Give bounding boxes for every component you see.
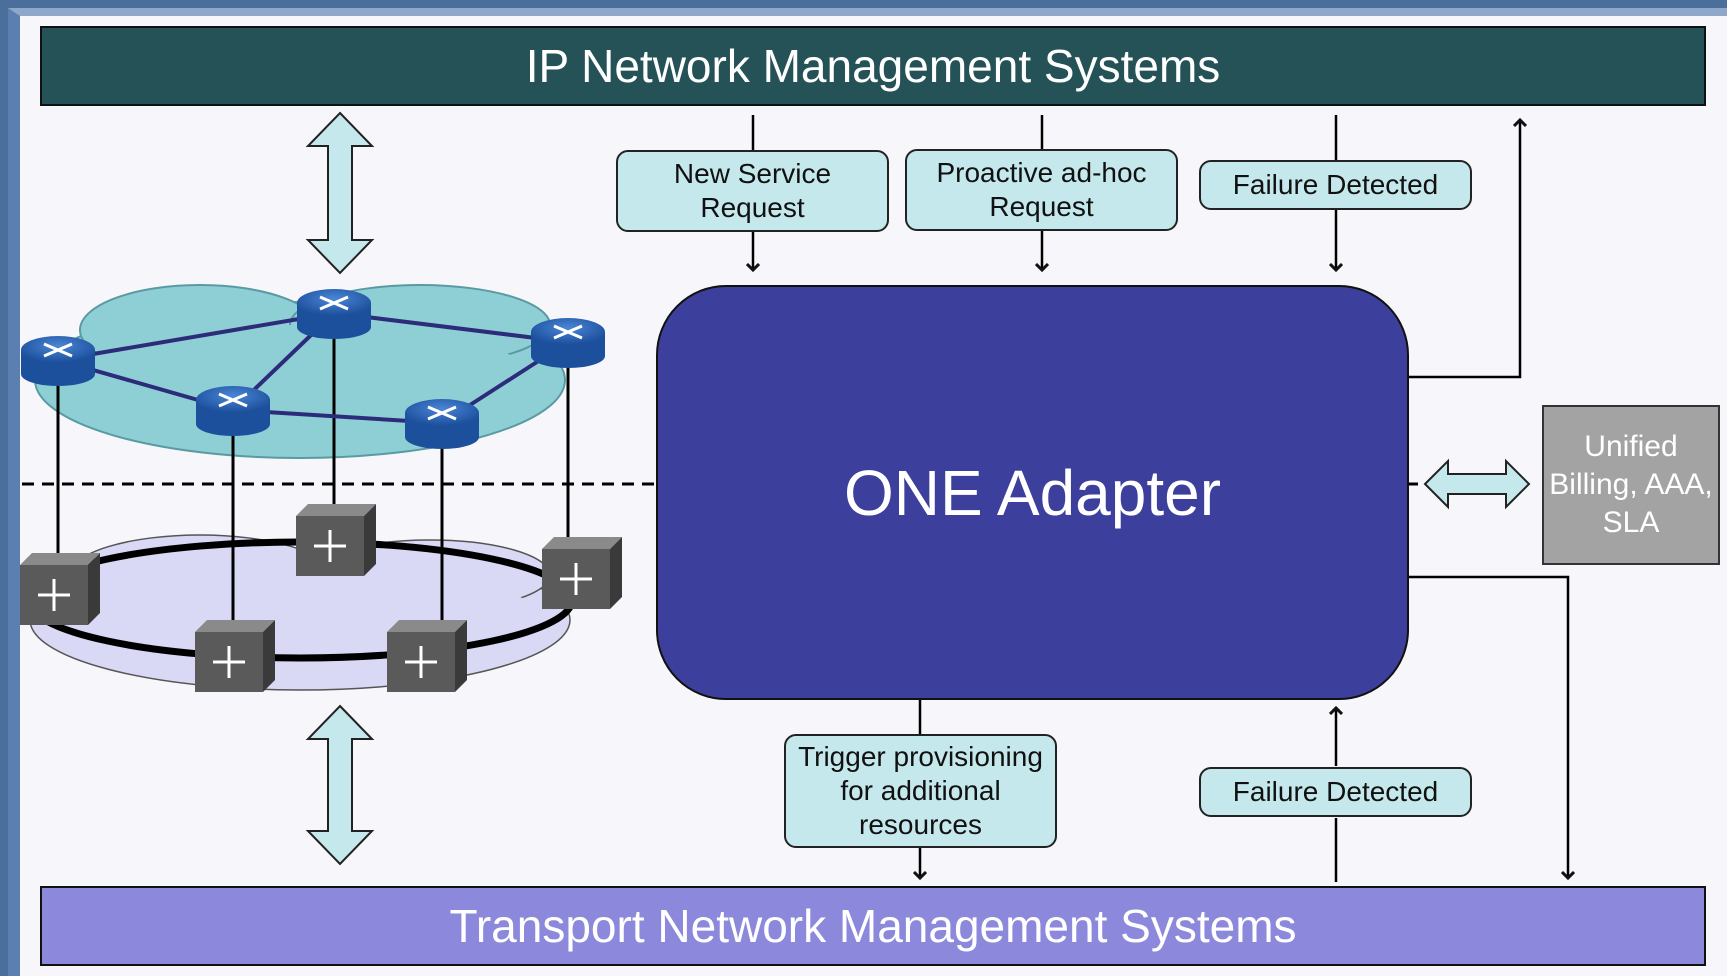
router-icon: [405, 399, 479, 449]
router-icon: [196, 386, 270, 436]
ip-nms-title: IP Network Management Systems: [525, 40, 1221, 92]
failure-detected-top-text: Failure Detected: [1232, 169, 1439, 200]
optical-switch-icon: [387, 620, 467, 692]
optical-switch-icon: [20, 553, 100, 625]
new-service-request-label: New Service Request: [616, 150, 889, 232]
proactive-request-label: Proactive ad-hoc Request: [905, 149, 1178, 231]
failure-detected-bottom-label: Failure Detected: [1199, 767, 1472, 817]
optical-switch-icon: [542, 537, 622, 609]
trigger-provisioning-text: Trigger provisioning for additional reso…: [798, 741, 1043, 840]
ip-nms-bar: IP Network Management Systems: [40, 26, 1706, 106]
bottom-flow-arrows: [920, 575, 1568, 882]
trigger-provisioning-label: Trigger provisioning for additional reso…: [784, 734, 1057, 848]
double-arrow-icon: [1423, 458, 1531, 510]
transport-nms-title: Transport Network Management Systems: [449, 900, 1297, 952]
transport-nms-bar: Transport Network Management Systems: [40, 886, 1706, 966]
one-adapter-box: ONE Adapter: [656, 285, 1409, 700]
proactive-request-text: Proactive ad-hoc Request: [936, 157, 1147, 222]
optical-switch-icon: [296, 504, 376, 576]
layer-links: [56, 335, 570, 655]
double-arrow-icon: [305, 704, 375, 866]
billing-label: Unified Billing, AAA, SLA: [1549, 430, 1713, 539]
one-adapter-title: ONE Adapter: [843, 456, 1222, 529]
failure-detected-top-label: Failure Detected: [1199, 160, 1472, 210]
router-icon: [21, 336, 95, 386]
router-icon: [531, 318, 605, 368]
router-icon: [297, 289, 371, 339]
new-service-request-text: New Service Request: [673, 158, 832, 223]
billing-box: Unified Billing, AAA, SLA: [1542, 405, 1720, 565]
double-arrow-icon: [305, 111, 375, 275]
optical-switch-icon: [195, 620, 275, 692]
top-flow-arrows: [753, 115, 1520, 379]
failure-detected-bottom-text: Failure Detected: [1232, 776, 1439, 807]
